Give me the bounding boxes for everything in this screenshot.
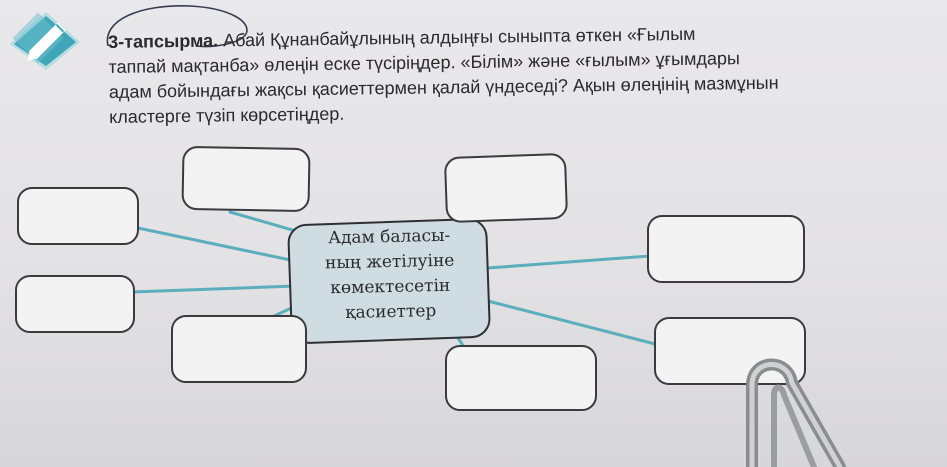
answer-box-bottom-left[interactable]	[171, 315, 307, 383]
connector-right-lower	[482, 298, 657, 346]
answer-box-left-upper[interactable]	[17, 187, 139, 245]
ink-circle-mark	[106, 5, 248, 48]
center-label-line-4: қасиеттер	[345, 301, 437, 323]
answer-box-left-lower[interactable]	[15, 275, 135, 333]
paper-clip	[746, 358, 846, 467]
pencil-task-icon	[10, 12, 80, 70]
answer-box-right-upper[interactable]	[647, 215, 805, 283]
connector-right-upper	[486, 254, 652, 270]
answer-box-top-right[interactable]	[444, 153, 568, 223]
connector-left-lower	[130, 284, 298, 294]
answer-box-bottom-right[interactable]	[445, 345, 597, 411]
center-label: Адам баласы- ның жетілуіне көмектесетін …	[289, 223, 491, 327]
answer-box-top-left[interactable]	[181, 146, 311, 212]
connector-left-upper	[136, 226, 302, 264]
center-box	[287, 218, 491, 344]
